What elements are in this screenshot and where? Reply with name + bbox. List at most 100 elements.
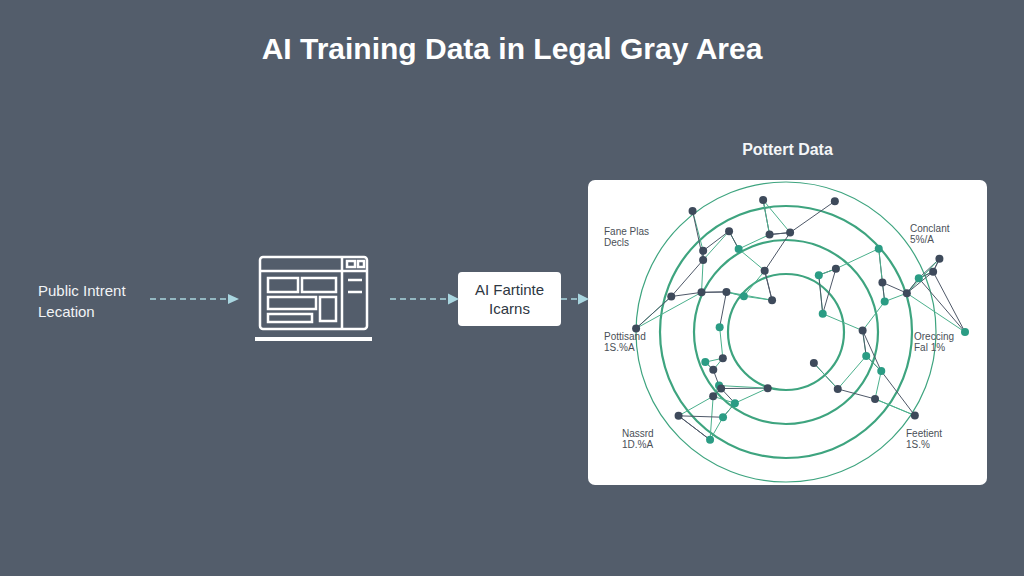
network-link	[875, 371, 881, 399]
network-link	[765, 271, 772, 300]
network-link	[823, 314, 863, 331]
network-link	[720, 327, 723, 358]
network-link	[735, 388, 768, 403]
network-link	[679, 396, 714, 416]
network-dot	[761, 267, 769, 275]
network-link	[814, 363, 838, 389]
network-link	[679, 416, 710, 440]
network-dot	[764, 384, 772, 392]
network-dot	[871, 395, 879, 403]
node-text: Public Intrent Lecation	[38, 280, 150, 322]
network-link	[838, 389, 875, 399]
network-dot	[929, 268, 937, 276]
network-dot	[878, 278, 886, 286]
arrow-head	[228, 294, 239, 304]
network-link	[819, 275, 823, 314]
network-dot	[709, 392, 717, 400]
network-dot	[832, 265, 840, 273]
network-dot	[699, 256, 707, 264]
network-link	[907, 272, 933, 293]
network-link	[882, 282, 906, 293]
network-dot	[698, 288, 706, 296]
network-dot	[810, 359, 818, 367]
network-dot	[768, 296, 776, 304]
network-graph	[632, 182, 969, 482]
network-link	[863, 302, 885, 331]
network-dot	[819, 310, 827, 318]
network-link	[719, 386, 768, 389]
network-link	[819, 275, 823, 314]
network-link	[744, 271, 765, 297]
dashed-arrow	[561, 298, 588, 300]
network-dot	[831, 197, 839, 205]
network-link	[933, 272, 965, 332]
network-dot	[834, 385, 842, 393]
data-panel: Pottert Data	[588, 180, 987, 485]
diagram-title: AI Training Data in Legal Gray Area	[0, 32, 1024, 66]
network-dot	[706, 436, 714, 444]
network-link	[814, 363, 838, 389]
network-link	[720, 292, 727, 327]
network-link	[879, 249, 883, 283]
network-dot	[903, 289, 911, 297]
network-link	[790, 201, 835, 232]
network-link	[679, 416, 723, 417]
network-dot	[735, 245, 743, 253]
network-dot	[759, 196, 767, 204]
source-label: Public Intrent Lecation	[38, 280, 150, 318]
network-dot	[717, 385, 725, 393]
network-link	[679, 416, 710, 440]
process-box: AI Fartinte Icarns	[458, 272, 561, 326]
network-link	[739, 249, 765, 271]
network-link	[907, 293, 965, 332]
network-dot	[877, 367, 885, 375]
network-link	[879, 249, 883, 283]
network-dot	[722, 288, 730, 296]
network-dot	[911, 412, 919, 420]
network-link	[702, 260, 704, 292]
network-dot	[875, 245, 883, 253]
computer-icon	[255, 257, 372, 339]
network-dot	[935, 255, 943, 263]
network-link	[703, 231, 729, 251]
network-link	[726, 292, 772, 300]
network-dot	[716, 323, 724, 331]
network-dot	[675, 412, 683, 420]
network-link	[823, 269, 836, 314]
network-dot	[632, 324, 640, 332]
network-dot	[862, 352, 870, 360]
network-dot	[719, 413, 727, 421]
icon-backdrop	[236, 250, 386, 346]
network-dot	[766, 231, 774, 239]
network-link	[838, 356, 866, 389]
ring	[636, 182, 936, 482]
network-link	[739, 235, 770, 249]
ring	[660, 206, 912, 458]
node-text: AI Fartinte Icarns	[464, 280, 555, 318]
network-dot	[859, 327, 867, 335]
network-dot	[709, 366, 717, 374]
ring	[694, 240, 878, 424]
network-dot	[699, 247, 707, 255]
network-dot	[731, 399, 739, 407]
network-link	[836, 249, 879, 269]
network-link	[710, 396, 713, 440]
network-link	[763, 200, 769, 235]
network-dot	[719, 354, 727, 362]
network-dot	[961, 328, 969, 336]
network-link	[919, 278, 965, 332]
network-dot	[815, 271, 823, 279]
network-link	[763, 200, 769, 235]
ring	[728, 274, 844, 390]
network-dot	[915, 274, 923, 282]
network-dot	[667, 292, 675, 300]
network-link	[703, 231, 729, 260]
network-link	[907, 259, 940, 293]
network-dot	[689, 207, 697, 215]
network-link	[763, 200, 790, 233]
network-link	[863, 331, 882, 372]
network-dot	[786, 229, 794, 237]
network-dot	[740, 292, 748, 300]
